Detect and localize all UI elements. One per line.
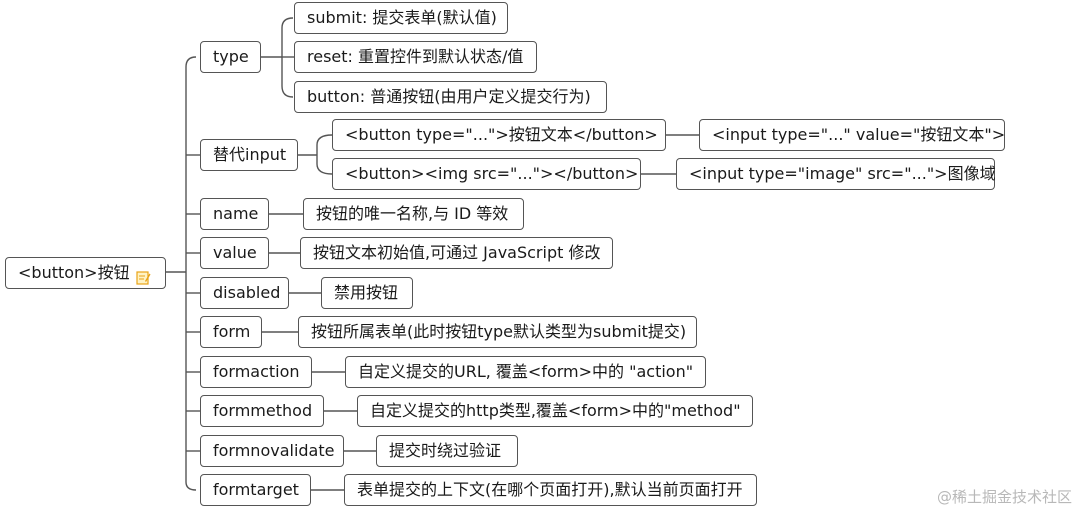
branch-formtarget[interactable]: formtarget [200, 474, 311, 506]
watermark: @稀土掘金技术社区 [936, 488, 1072, 506]
branch-type[interactable]: type [200, 41, 261, 73]
branch-formmethod[interactable]: formmethod [200, 395, 324, 427]
type-reset-node[interactable]: reset: 重置控件到默认状态/值 [294, 41, 537, 73]
type-button-node[interactable]: button: 普通按钮(由用户定义提交行为) [294, 81, 607, 113]
type-submit-node[interactable]: submit: 提交表单(默认值) [294, 2, 508, 34]
formnovalidate-desc-node[interactable]: 提交时绕过验证 [376, 435, 518, 467]
branch-formnovalidate[interactable]: formnovalidate [200, 435, 344, 467]
root-node[interactable]: <button>按钮 [5, 257, 166, 289]
note-edit-icon [135, 265, 151, 285]
branch-value[interactable]: value [200, 237, 269, 269]
branch-replace-input[interactable]: 替代input [200, 139, 298, 171]
disabled-desc-node[interactable]: 禁用按钮 [321, 277, 413, 309]
input-image-node[interactable]: <input type="image" src="...">图像域 [676, 158, 996, 190]
button-text-node[interactable]: <button type="...">按钮文本</button> [332, 119, 666, 151]
formaction-desc-node[interactable]: 自定义提交的URL, 覆盖<form>中的 "action" [345, 356, 706, 388]
branch-name[interactable]: name [200, 198, 269, 230]
name-desc-node[interactable]: 按钮的唯一名称,与 ID 等效 [303, 198, 524, 230]
formtarget-desc-node[interactable]: 表单提交的上下文(在哪个页面打开),默认当前页面打开 [344, 474, 757, 506]
form-desc-node[interactable]: 按钮所属表单(此时按钮type默认类型为submit提交) [298, 316, 697, 348]
branch-form[interactable]: form [200, 316, 262, 348]
formmethod-desc-node[interactable]: 自定义提交的http类型,覆盖<form>中的"method" [357, 395, 753, 427]
value-desc-node[interactable]: 按钮文本初始值,可通过 JavaScript 修改 [300, 237, 613, 269]
root-node-label: <button>按钮 [18, 263, 130, 282]
button-img-node[interactable]: <button><img src="..."></button> [332, 158, 641, 190]
branch-disabled[interactable]: disabled [200, 277, 289, 309]
input-value-node[interactable]: <input type="..." value="按钮文本"> [699, 119, 1005, 151]
branch-formaction[interactable]: formaction [200, 356, 312, 388]
